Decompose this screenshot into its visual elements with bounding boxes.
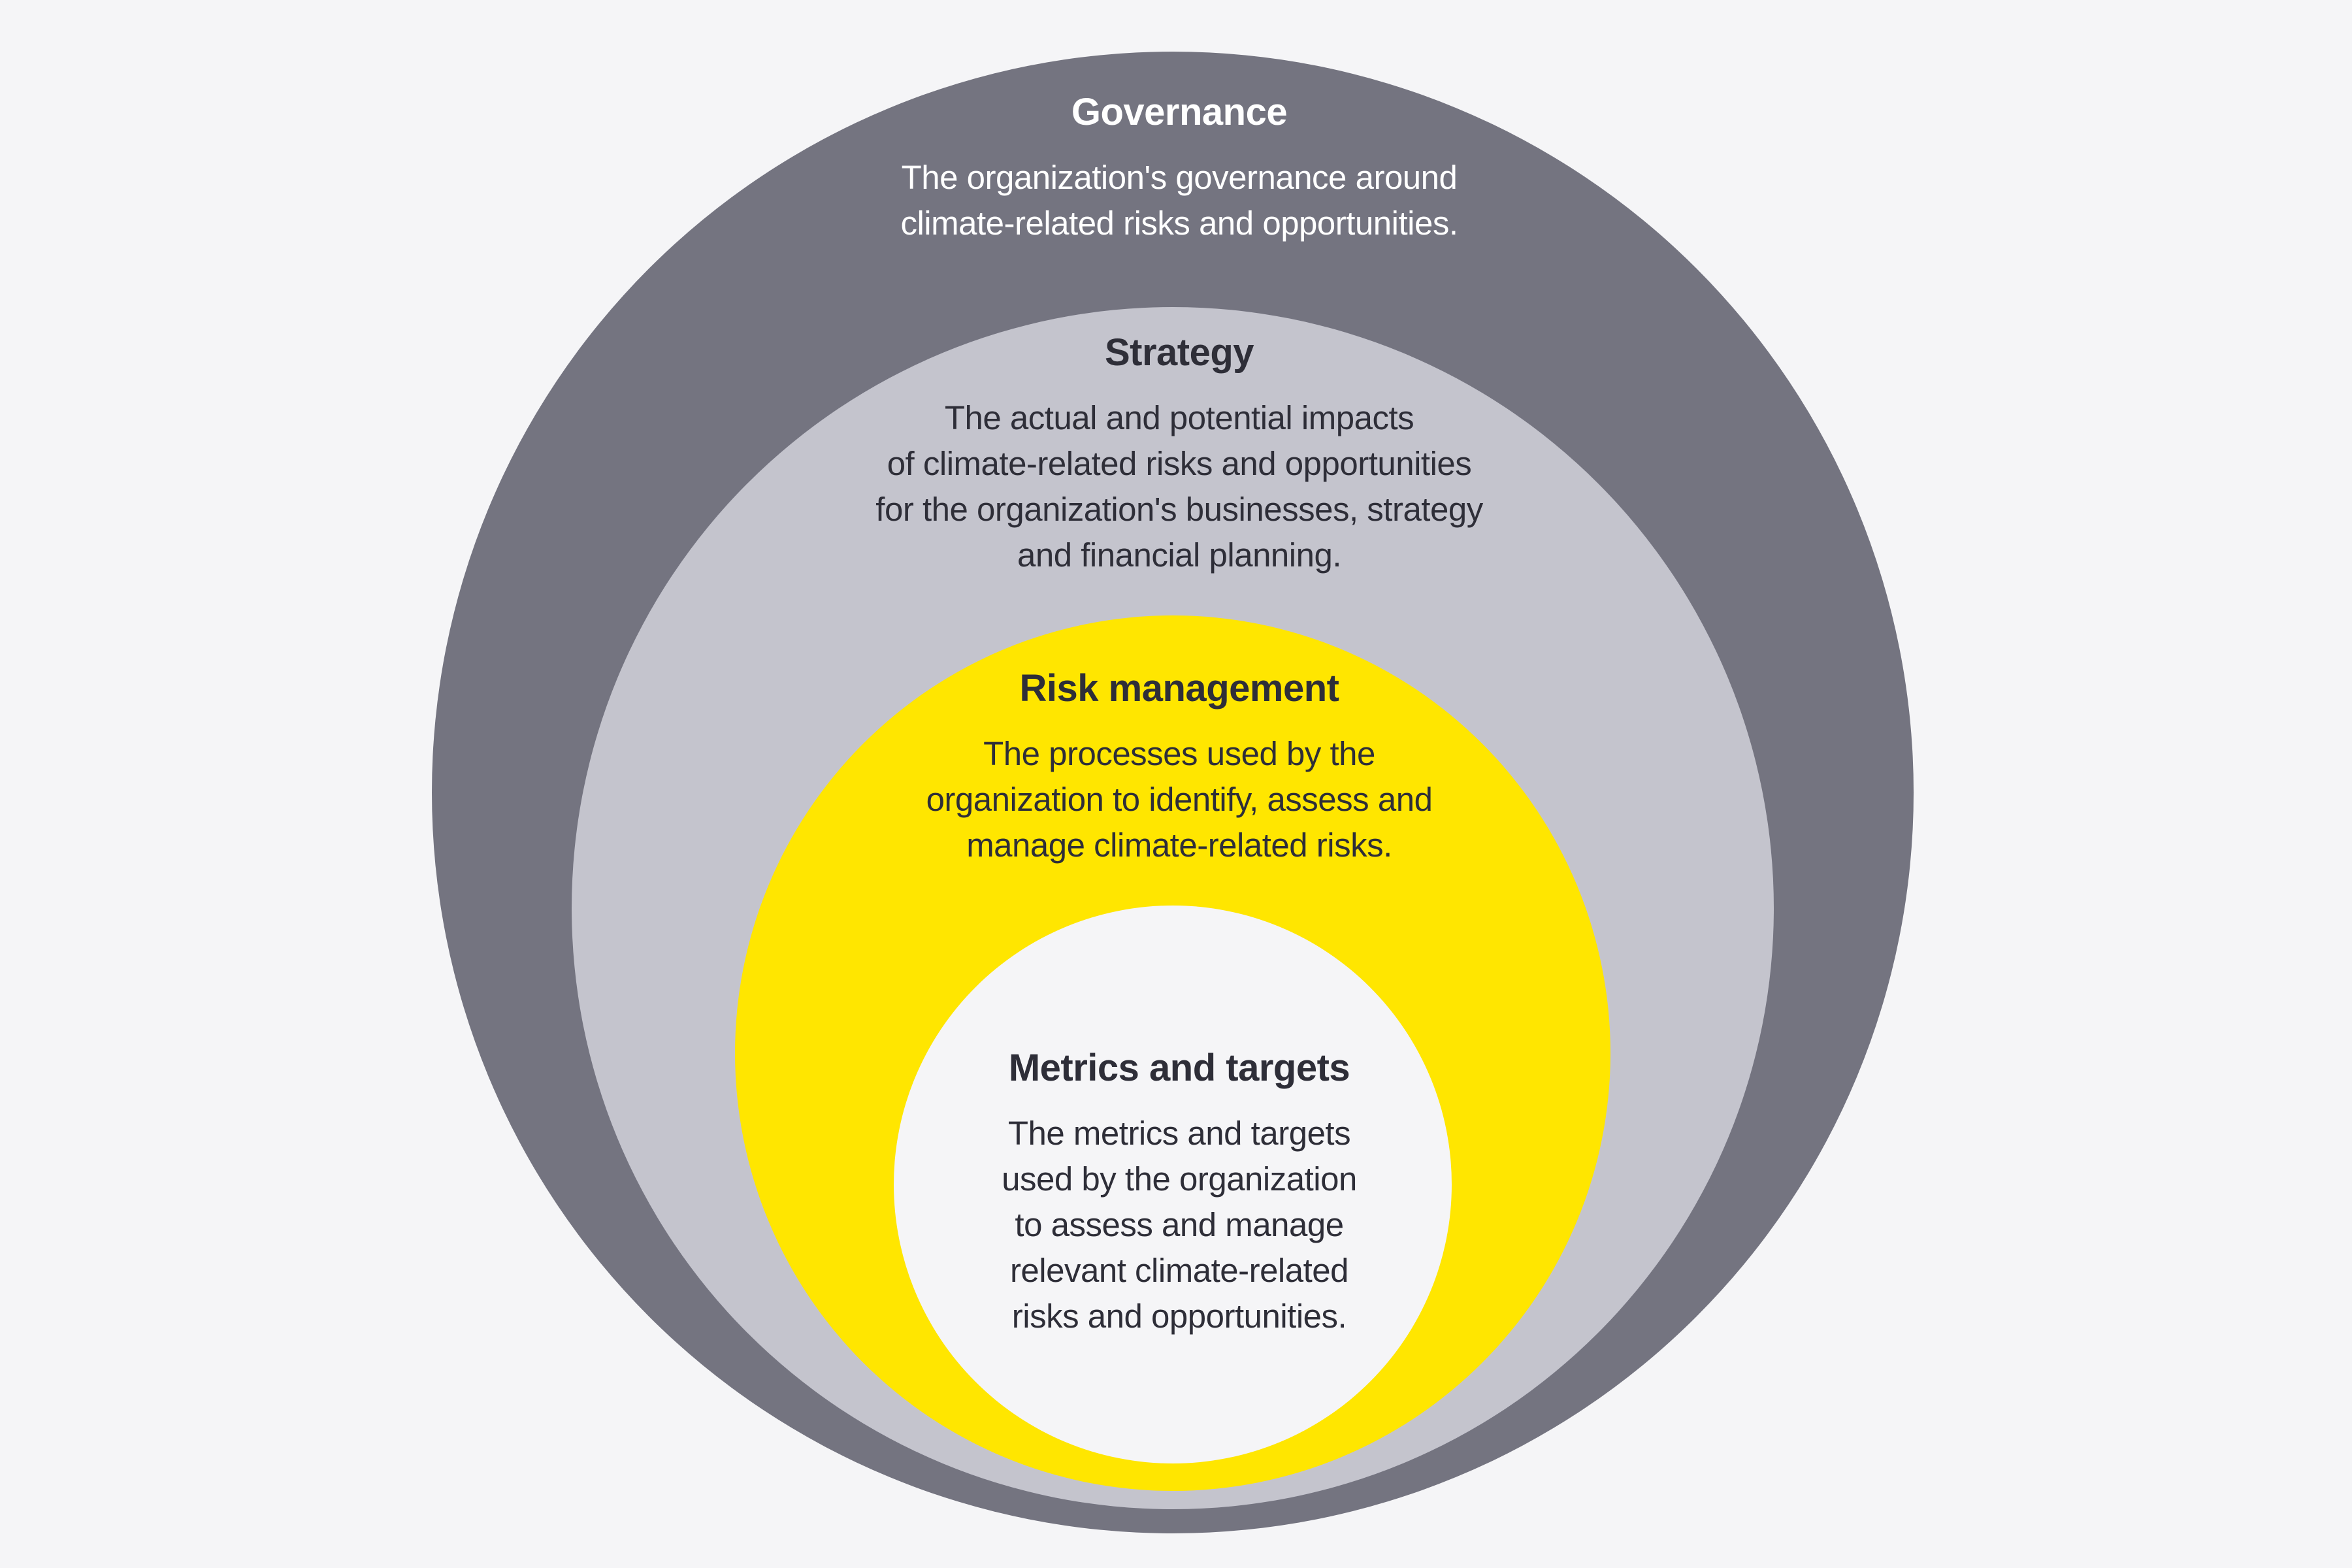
metrics-and-targets-description: The metrics and targets used by the orga…	[1002, 1115, 1357, 1335]
risk-management-title: Risk management	[1019, 667, 1339, 710]
strategy-title: Strategy	[1104, 331, 1254, 374]
governance-label-block: Governance The organization's governance…	[526, 90, 1833, 246]
metrics-and-targets-circle	[894, 906, 1452, 1463]
metrics-and-targets-label-block: Metrics and targets The metrics and targ…	[820, 1045, 1539, 1339]
risk-management-description: The processes used by the organization t…	[926, 735, 1433, 864]
governance-description: The organization's governance around cli…	[900, 159, 1458, 242]
metrics-and-targets-title: Metrics and targets	[1008, 1047, 1350, 1089]
risk-management-label-block: Risk management The processes used by th…	[722, 666, 1637, 868]
strategy-description: The actual and potential impacts of clim…	[875, 399, 1483, 574]
strategy-label-block: Strategy The actual and potential impact…	[624, 330, 1735, 578]
governance-title: Governance	[1071, 91, 1288, 133]
